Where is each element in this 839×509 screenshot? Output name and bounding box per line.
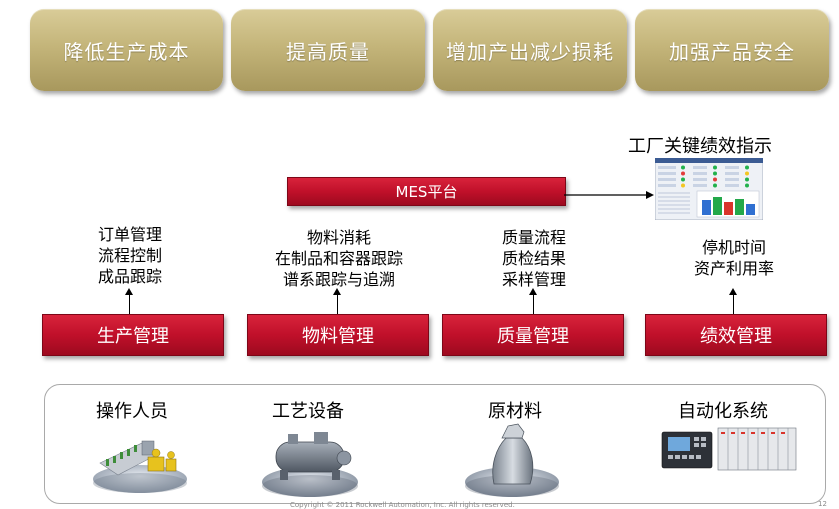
function-item: 采样管理 [501, 270, 566, 289]
mes-platform-bar: MES平台 [287, 177, 566, 206]
process-equipment-icon [258, 420, 362, 500]
raw-material-icon [462, 418, 562, 500]
function-item: 流程控制 [97, 246, 162, 265]
function-item: 在制品和容器跟踪 [274, 249, 403, 268]
function-item: 质检结果 [501, 249, 566, 268]
function-item: 质量流程 [501, 228, 566, 247]
goal-improve-quality: 提高质量 [231, 9, 425, 91]
performance-functions: 停机时间 资产利用率 [674, 237, 794, 279]
performance-up-arrow [729, 288, 737, 314]
function-item: 停机时间 [701, 238, 766, 257]
copyright-footer: Copyright © 2011 Rockwell Automation, In… [290, 501, 515, 509]
resource-label-automation: 自动化系统 [678, 401, 768, 422]
mes-to-kpi-arrow [564, 186, 654, 199]
function-item: 成品跟踪 [97, 267, 162, 286]
page-number: 12 [818, 500, 827, 508]
resource-label-material: 原材料 [488, 401, 542, 422]
resource-label-equipment: 工艺设备 [272, 401, 344, 422]
goal-product-safety: 加强产品安全 [635, 9, 829, 91]
function-item: 谱系跟踪与追溯 [282, 270, 395, 289]
quality-up-arrow [529, 288, 537, 314]
module-material: 物料管理 [247, 314, 429, 356]
production-up-arrow [125, 288, 133, 314]
goal-reduce-cost: 降低生产成本 [30, 9, 223, 91]
production-functions: 订单管理 流程控制 成品跟踪 [70, 224, 190, 287]
function-item: 资产利用率 [693, 259, 774, 278]
function-item: 物料消耗 [306, 228, 371, 247]
material-up-arrow [333, 288, 341, 314]
module-performance: 绩效管理 [645, 314, 827, 356]
automation-controller-icon [660, 426, 800, 472]
module-production: 生产管理 [42, 314, 224, 356]
material-functions: 物料消耗 在制品和容器跟踪 谱系跟踪与追溯 [259, 227, 419, 290]
kpi-dashboard-icon [654, 157, 764, 221]
goal-increase-output: 增加产出减少损耗 [433, 9, 627, 91]
kpi-title: 工厂关键绩效指示 [628, 136, 772, 157]
quality-functions: 质量流程 质检结果 采样管理 [474, 227, 594, 290]
resource-label-operator: 操作人员 [96, 401, 168, 422]
module-quality: 质量管理 [442, 314, 624, 356]
operator-station-icon [90, 423, 190, 495]
function-item: 订单管理 [97, 225, 162, 244]
